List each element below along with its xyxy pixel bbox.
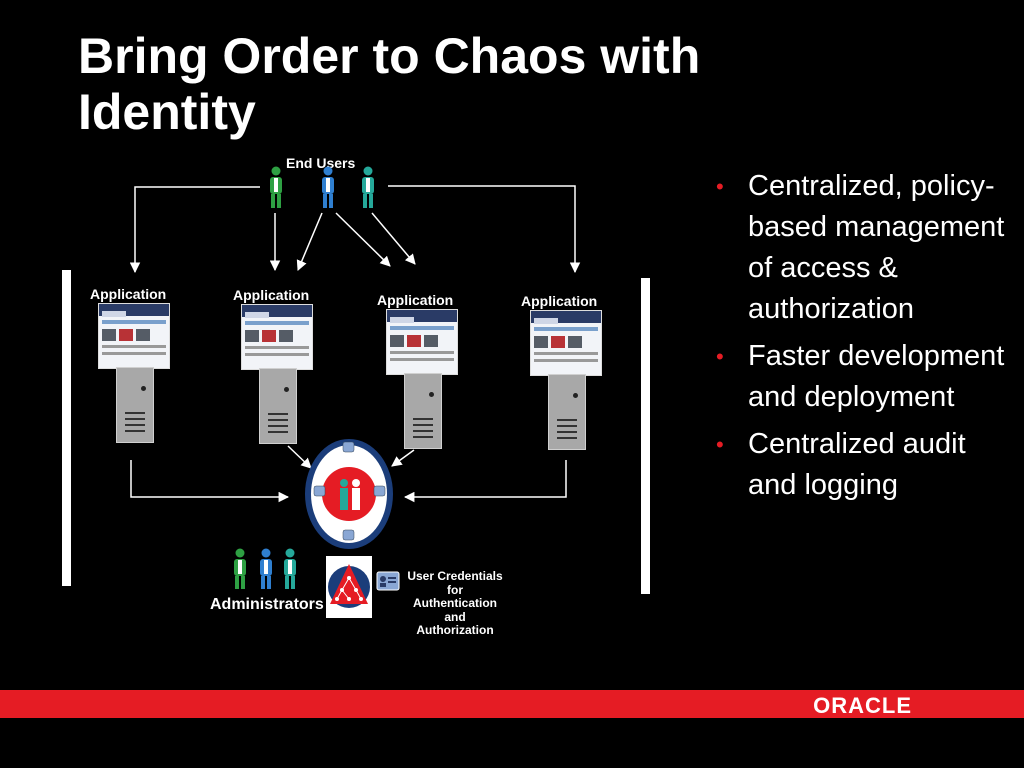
oracle-logo: ORACLE — [813, 693, 912, 718]
application-label-1: Application — [90, 286, 167, 302]
app-screenshot — [98, 303, 170, 369]
server-tower-icon — [404, 373, 442, 449]
credentials-label-line: and — [444, 609, 466, 624]
credential-card-icon — [376, 571, 400, 591]
end-users-label: End Users — [286, 155, 356, 171]
bullet-item: • Centralized, policy-based management of… — [714, 166, 1019, 330]
arrow-users-to-app4 — [388, 185, 581, 274]
bullet-item: • Faster development and deployment — [714, 336, 1019, 418]
bullet-dot-icon: • — [716, 344, 724, 369]
bullet-dot-icon: • — [716, 432, 724, 457]
credentials-label-line: for — [447, 582, 463, 597]
arrow-app1-to-hub — [130, 460, 290, 503]
application-label-2: Application — [233, 287, 310, 303]
bullet-text: Centralized, policy-based management of … — [748, 170, 1005, 325]
person-icon-green — [270, 166, 282, 208]
left-divider-bar — [62, 270, 71, 586]
identity-hierarchy-icon — [326, 556, 372, 618]
credentials-label-line: Authorization — [416, 623, 494, 637]
application-server-3 — [386, 309, 458, 459]
server-tower-icon — [548, 374, 586, 450]
arrow-app3-to-hub — [391, 449, 415, 467]
app-screenshot — [241, 304, 313, 370]
application-server-4 — [530, 310, 602, 460]
arrow-app2-to-hub — [287, 445, 312, 469]
app-screenshot — [386, 309, 458, 375]
bullet-text: Centralized audit and logging — [748, 428, 966, 501]
arrow-users-to-app1 — [129, 186, 260, 274]
bullet-dot-icon: • — [716, 174, 724, 199]
arrow-users-to-app3b — [371, 212, 416, 265]
credentials-label: User Credentials for Authentication and … — [398, 569, 512, 638]
application-label-3: Application — [377, 292, 454, 308]
bullet-item: • Centralized audit and logging — [714, 424, 1019, 506]
right-divider-bar — [641, 278, 650, 594]
slide-title: Bring Order to Chaos with Identity — [78, 28, 701, 140]
person-icon-teal — [284, 548, 296, 589]
credentials-label-line: User Credentials — [407, 569, 503, 583]
application-server-1 — [98, 303, 170, 453]
server-tower-icon — [116, 367, 154, 443]
identity-hub-icon — [305, 439, 393, 549]
app-screenshot — [530, 310, 602, 376]
administrators-group — [234, 548, 296, 589]
footer-bar: ORACLE — [0, 690, 1024, 718]
arrow-users-to-app3 — [335, 212, 391, 267]
end-users-group — [270, 166, 374, 208]
credentials-label-line: Authentication — [413, 596, 497, 610]
person-icon-green — [234, 548, 246, 589]
person-icon-blue — [260, 548, 272, 589]
application-server-2 — [241, 304, 313, 454]
benefits-list: • Centralized, policy-based management of… — [714, 166, 1019, 512]
arrow-users-to-app2b — [296, 212, 323, 271]
application-label-4: Application — [521, 293, 598, 309]
person-icon-teal — [362, 166, 374, 208]
server-tower-icon — [259, 368, 297, 444]
person-icon-blue — [322, 166, 334, 208]
bullet-text: Faster development and deployment — [748, 340, 1005, 413]
arrow-app4-to-hub — [403, 460, 567, 503]
administrators-label: Administrators — [210, 596, 324, 613]
